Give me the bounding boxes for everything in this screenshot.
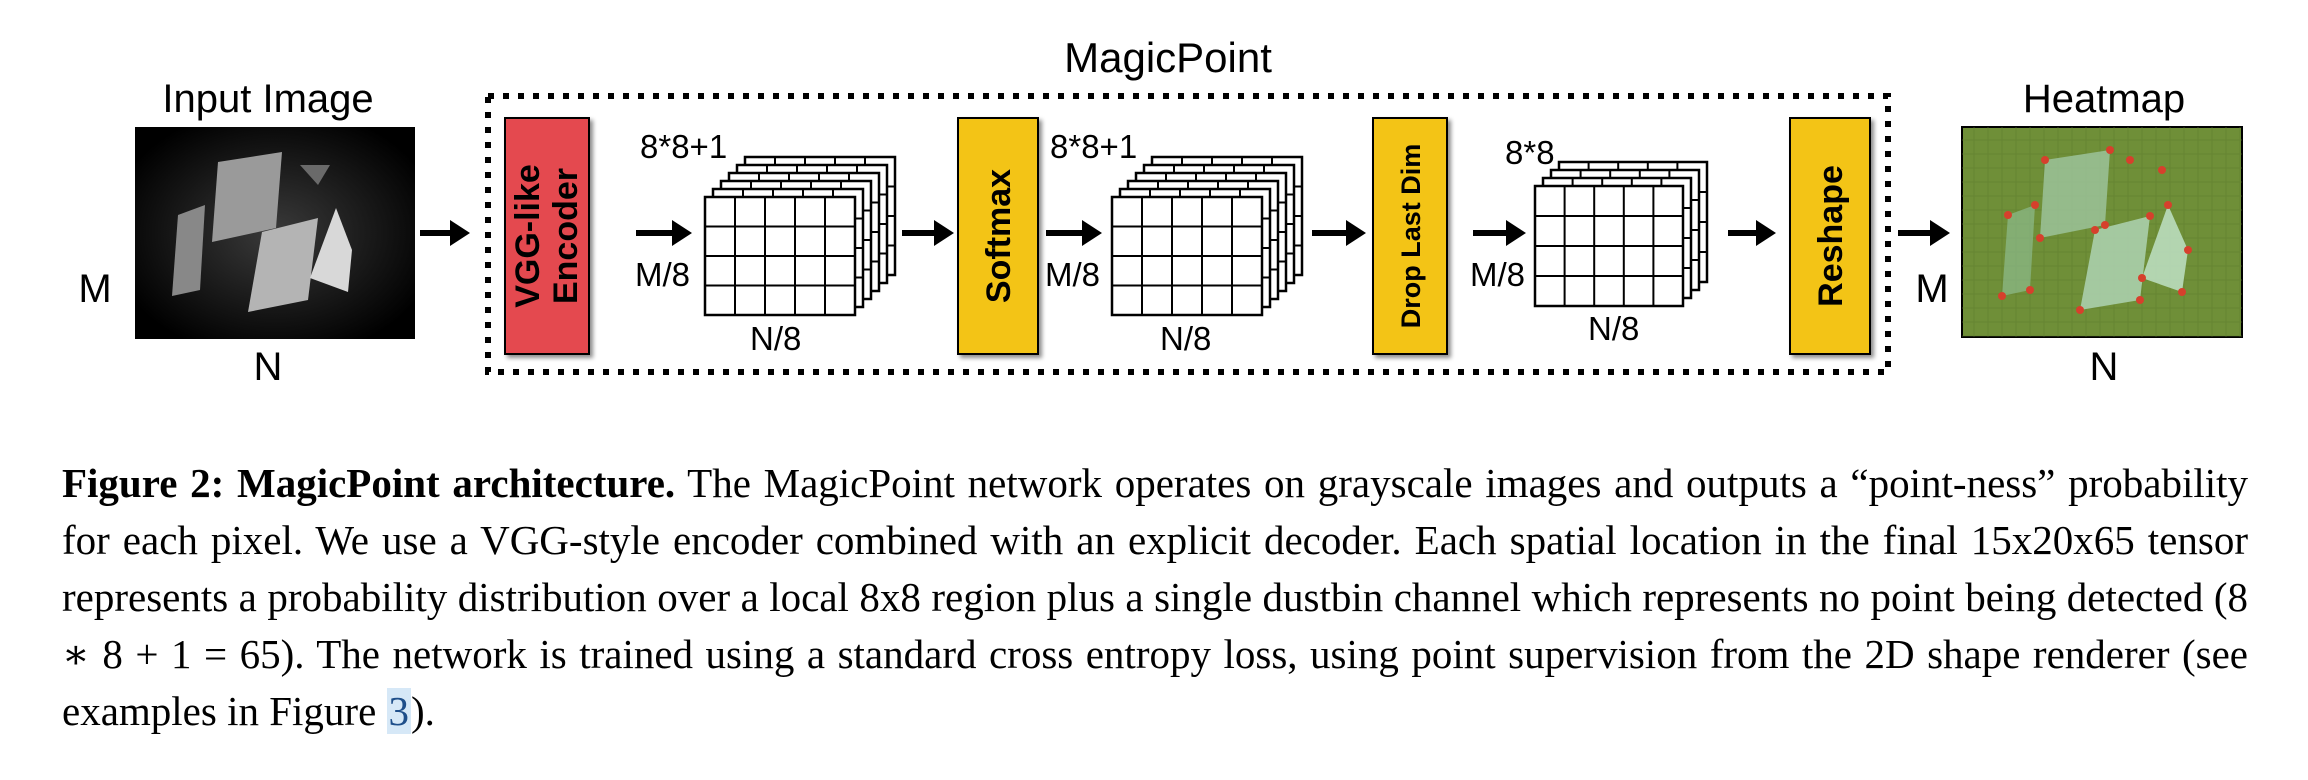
input-image-title: Input Image bbox=[162, 77, 373, 121]
encoder-label-line1: VGG-like bbox=[509, 164, 547, 308]
caption-figure-label: Figure 2: bbox=[62, 460, 225, 506]
softmax-box bbox=[957, 117, 1039, 355]
caption-text: The MagicPoint network operates on grays… bbox=[62, 460, 2249, 734]
magicpoint-title: MagicPoint bbox=[1064, 34, 1272, 81]
tensor1-stack bbox=[703, 155, 897, 317]
arrow-reshape-to-heatmap bbox=[1898, 220, 1950, 246]
encoder-box bbox=[504, 117, 590, 355]
caption-text-end: ). bbox=[411, 688, 435, 734]
arrow-tensor1-to-softmax bbox=[902, 220, 954, 246]
arrow-tensor3-to-reshape bbox=[1728, 220, 1776, 246]
tensor2-depth-label: 8*8+1 bbox=[1050, 128, 1137, 165]
arrow-encoder-to-tensor1 bbox=[636, 220, 692, 246]
tensor3-height-label: M/8 bbox=[1470, 256, 1525, 293]
tensor-layer bbox=[703, 195, 857, 317]
tensor2-stack bbox=[1110, 155, 1304, 317]
input-image bbox=[135, 127, 415, 339]
heatmap-title: Heatmap bbox=[2023, 77, 2185, 121]
tensor3-stack bbox=[1533, 160, 1709, 308]
encoder-label-line2: Encoder bbox=[547, 168, 585, 304]
input-height-label: M bbox=[78, 267, 111, 311]
arrow-tensor2-to-drop bbox=[1312, 220, 1366, 246]
reshape-label: Reshape bbox=[1812, 165, 1850, 307]
tensor1-height-label: M/8 bbox=[635, 256, 690, 293]
magicpoint-diagram: Input Image M N MagicPoint VGG-like Enco… bbox=[78, 34, 2243, 389]
tensor2-height-label: M/8 bbox=[1045, 256, 1100, 293]
tensor-layer bbox=[1533, 184, 1685, 308]
tensor2-width-label: N/8 bbox=[1160, 320, 1211, 357]
magicpoint-boundary bbox=[485, 93, 1891, 375]
input-width-label: N bbox=[254, 345, 283, 389]
heatmap-height-label: M bbox=[1915, 267, 1948, 311]
arrow-input-to-encoder bbox=[420, 220, 470, 246]
arrow-softmax-to-tensor2 bbox=[1046, 220, 1102, 246]
tensor1-depth-label: 8*8+1 bbox=[640, 128, 727, 165]
figure-reference-link[interactable]: 3 bbox=[386, 688, 412, 734]
tensor3-depth-label: 8*8 bbox=[1505, 134, 1555, 171]
softmax-label: Softmax bbox=[980, 169, 1018, 303]
tensor3-width-label: N/8 bbox=[1588, 310, 1639, 347]
figure-caption: Figure 2: MagicPoint architecture. The M… bbox=[62, 455, 2248, 740]
drop-last-dim-box bbox=[1372, 117, 1448, 355]
heatmap-image bbox=[1961, 126, 2243, 338]
caption-title: MagicPoint architecture. bbox=[237, 460, 676, 506]
arrow-drop-to-tensor3 bbox=[1473, 220, 1526, 246]
drop-last-dim-label: Drop Last Dim bbox=[1396, 144, 1426, 329]
reshape-box bbox=[1789, 117, 1871, 355]
heatmap-width-label: N bbox=[2090, 345, 2119, 389]
tensor-layer bbox=[1110, 195, 1264, 317]
tensor1-width-label: N/8 bbox=[750, 320, 801, 357]
